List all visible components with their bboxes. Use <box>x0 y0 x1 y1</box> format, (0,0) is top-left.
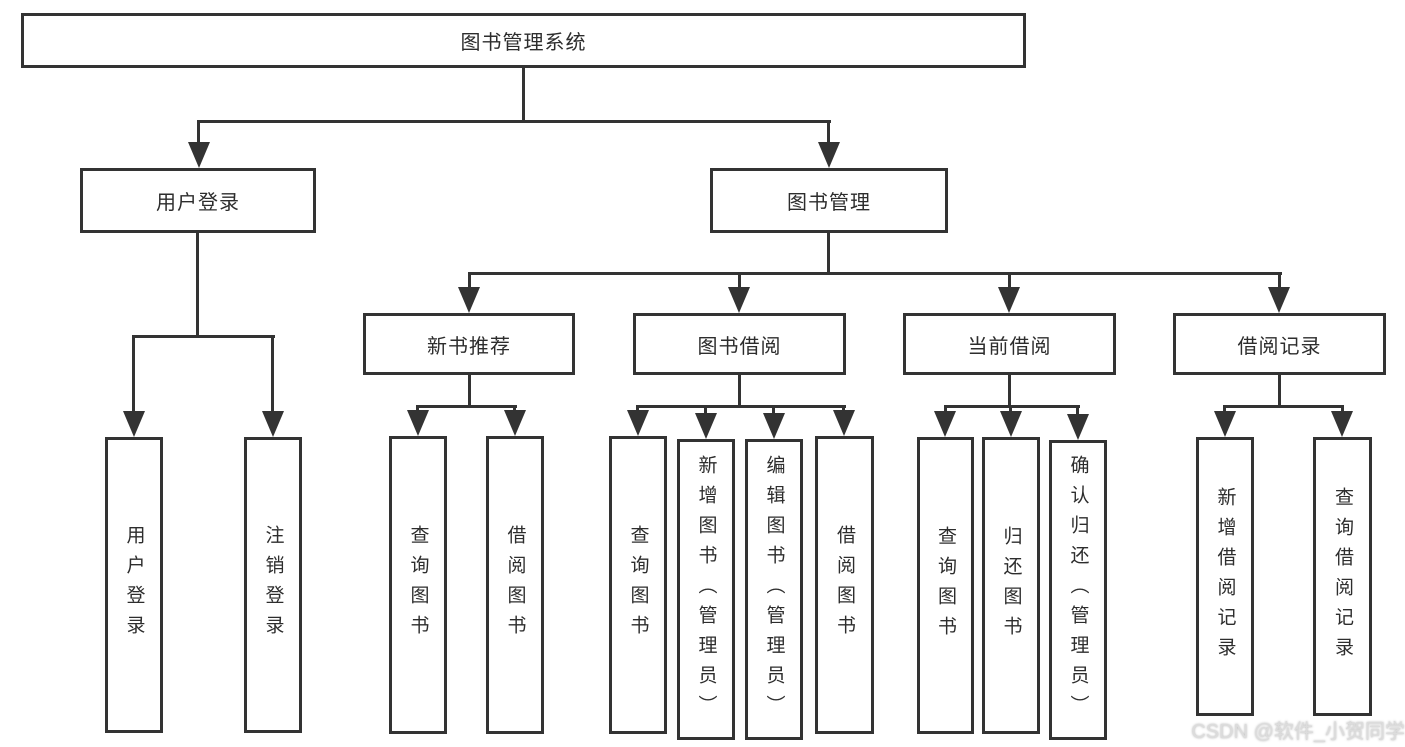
node-query-books-rec: 查询图书 <box>389 436 447 734</box>
connector-stem <box>197 120 200 145</box>
connector-stem <box>1009 405 1012 413</box>
node-return-books: 归还图书 <box>982 437 1040 734</box>
connector-stem <box>704 405 707 415</box>
connector-user-login-branch <box>133 335 275 338</box>
node-label: 新增借阅记录 <box>1214 486 1236 667</box>
connector-stem <box>416 405 419 413</box>
connector-branch <box>945 405 1080 408</box>
node-logout: 注销登录 <box>244 437 302 733</box>
arrow-down-icon <box>627 410 649 436</box>
connector-stem <box>513 405 516 413</box>
node-label: 确认归还（管理员） <box>1067 455 1089 725</box>
arrow-down-icon <box>1214 411 1236 437</box>
connector-stem <box>738 272 741 288</box>
connector-user-login-stem <box>196 233 199 337</box>
connector-stem <box>271 335 274 412</box>
connector-stem <box>1076 405 1079 416</box>
node-label: 图书借阅 <box>697 335 782 358</box>
node-label: 归还图书 <box>1000 525 1022 646</box>
arrow-down-icon <box>998 287 1020 313</box>
node-library-management-system: 图书管理系统 <box>21 13 1026 68</box>
node-label: 查询图书 <box>407 525 429 645</box>
node-label: 当前借阅 <box>967 335 1052 358</box>
connector-stem <box>944 405 947 413</box>
connector-stem <box>468 272 471 288</box>
node-borrowing-records: 借阅记录 <box>1173 313 1386 375</box>
node-label: 借阅图书 <box>504 525 526 645</box>
node-edit-books-admin: 编辑图书（管理员） <box>745 439 803 740</box>
connector-level2-branch <box>197 120 831 123</box>
connector-branch <box>417 405 517 408</box>
connector-stem <box>1278 272 1281 288</box>
arrow-down-icon <box>1067 414 1089 440</box>
node-label: 用户登录 <box>156 192 240 214</box>
connector-stem <box>842 405 845 413</box>
node-add-borrow-record: 新增借阅记录 <box>1196 437 1254 716</box>
arrow-down-icon <box>1331 411 1353 437</box>
node-borrow-books-leaf: 借阅图书 <box>815 436 874 734</box>
connector-stem <box>1008 375 1011 407</box>
connector-stem <box>1341 405 1344 413</box>
node-label: 图书管理系统 <box>460 32 587 54</box>
arrow-down-icon <box>407 410 429 436</box>
connector-stem <box>1008 272 1011 288</box>
node-add-books-admin: 新增图书（管理员） <box>677 439 735 740</box>
node-label: 用户登录 <box>123 525 145 645</box>
node-label: 图书管理 <box>787 192 871 214</box>
node-current-borrowing: 当前借阅 <box>903 313 1116 375</box>
connector-branch <box>1224 405 1344 408</box>
arrow-down-icon <box>833 410 855 436</box>
node-label: 查询借阅记录 <box>1332 486 1353 667</box>
arrow-down-icon <box>458 287 480 313</box>
connector-branch <box>637 405 846 408</box>
node-book-management: 图书管理 <box>710 168 948 233</box>
connector-stem <box>738 375 741 407</box>
arrow-down-icon <box>262 411 284 437</box>
node-new-book-recommendation: 新书推荐 <box>363 313 575 375</box>
connector-level3-branch <box>468 272 1282 275</box>
node-user-login-leaf: 用户登录 <box>105 437 163 733</box>
node-query-books-current: 查询图书 <box>917 437 974 734</box>
node-query-books-borrow: 查询图书 <box>609 436 667 734</box>
arrow-down-icon <box>1268 287 1290 313</box>
arrow-down-icon <box>934 411 956 437</box>
arrow-down-icon <box>763 413 785 439</box>
node-label: 新增图书（管理员） <box>695 454 717 725</box>
connector-stem <box>1223 405 1226 413</box>
connector-stem <box>636 405 639 413</box>
node-confirm-return-admin: 确认归还（管理员） <box>1049 440 1107 740</box>
connector-book-mgmt-stem <box>827 233 830 274</box>
connector-stem <box>132 335 135 412</box>
connector-stem <box>468 375 471 407</box>
node-label: 查询图书 <box>627 525 649 645</box>
connector-stem <box>772 405 775 415</box>
connector-stem <box>1278 375 1281 407</box>
node-book-borrowing: 图书借阅 <box>633 313 846 375</box>
arrow-down-icon <box>728 287 750 313</box>
node-query-borrow-record: 查询借阅记录 <box>1313 437 1372 716</box>
arrow-down-icon <box>123 411 145 437</box>
node-label: 借阅记录 <box>1237 335 1322 358</box>
arrow-down-icon <box>818 142 840 168</box>
connector-stem <box>827 120 830 145</box>
arrow-down-icon <box>695 413 717 439</box>
node-borrow-books-rec: 借阅图书 <box>486 436 544 734</box>
node-label: 借阅图书 <box>834 525 855 645</box>
node-label: 新书推荐 <box>427 335 511 358</box>
node-label: 注销登录 <box>262 525 284 645</box>
arrow-down-icon <box>1000 411 1022 437</box>
node-label: 查询图书 <box>935 525 956 646</box>
connector-root-stem <box>522 68 525 121</box>
arrow-down-icon <box>188 142 210 168</box>
node-label: 编辑图书（管理员） <box>763 454 785 725</box>
node-user-login: 用户登录 <box>80 168 316 233</box>
watermark-text: CSDN @软件_小贺同学 <box>1191 721 1405 743</box>
arrow-down-icon <box>504 410 526 436</box>
